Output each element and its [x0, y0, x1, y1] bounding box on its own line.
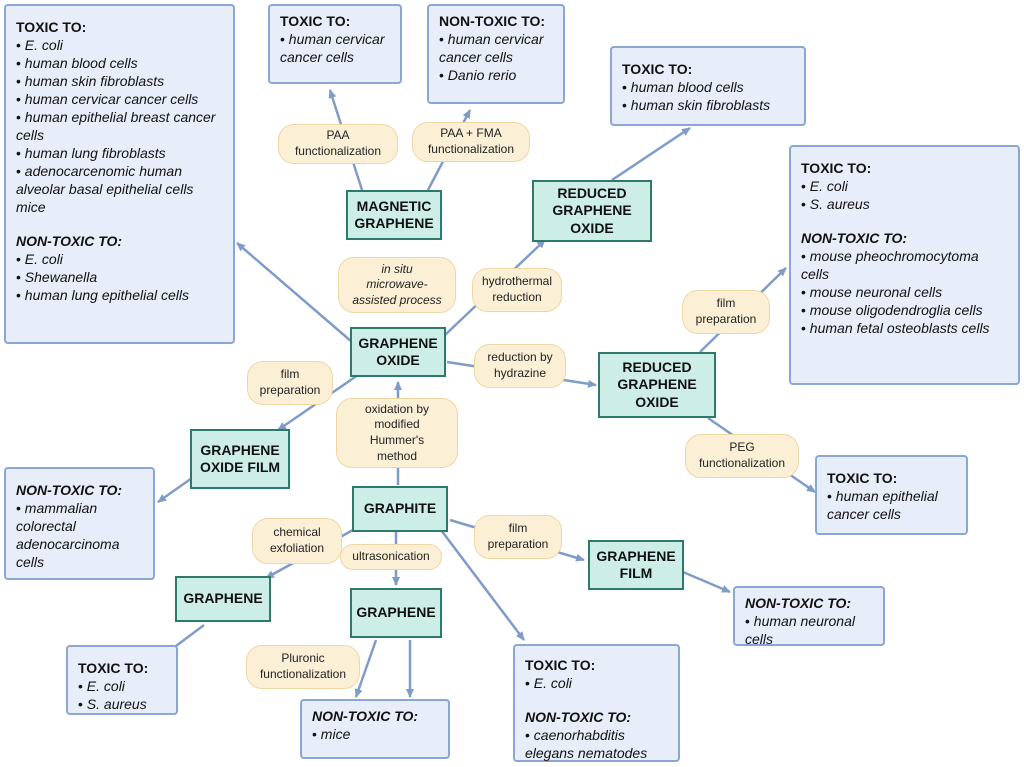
box-left-mid: NON-TOXIC TO: mammalian colorectal adeno…	[4, 467, 155, 580]
arrow-graphene-film-to-bottom-right	[682, 570, 731, 594]
arrow-graphite-to-bottom-mid	[440, 529, 525, 641]
box-right-big: TOXIC TO: E. coli S. aureus NON-TOXIC TO…	[789, 145, 1020, 385]
arrow-go-to-left-box	[236, 242, 353, 343]
box-left-big: TOXIC TO: E. coli human blood cells huma…	[4, 4, 235, 344]
box-bottom-mid: TOXIC TO: E. coli NON-TOXIC TO: caenorha…	[513, 644, 680, 762]
box-bottom-right: NON-TOXIC TO: human neuronal cells	[733, 586, 885, 647]
box-top-nontoxic: NON-TOXIC TO: human cervicar cancer cell…	[427, 4, 565, 104]
box-bottom-left: TOXIC TO: E. coli S. aureus	[66, 645, 178, 715]
node-graphene-left[interactable]: GRAPHENE	[175, 576, 271, 622]
box-top-toxic: TOXIC TO: human cervicar cancer cells	[268, 4, 402, 84]
box-top-right: TOXIC TO: human blood cells human skin f…	[610, 46, 806, 126]
arrow-graphene-center-to-bottom-center-a	[354, 639, 378, 698]
node-graphite[interactable]: GRAPHITE	[352, 486, 448, 532]
label-ultrasonication: ultrasonication	[340, 544, 442, 570]
arrow-rgo-top-to-top-right	[611, 126, 691, 182]
arrow-go-film-to-left-mid	[157, 476, 193, 504]
box-bottom-center: NON-TOXIC TO: mice	[300, 699, 450, 759]
node-graphene-center[interactable]: GRAPHENE	[350, 588, 442, 638]
box-right-small: TOXIC TO: human epithelial cancer cells	[815, 455, 968, 535]
